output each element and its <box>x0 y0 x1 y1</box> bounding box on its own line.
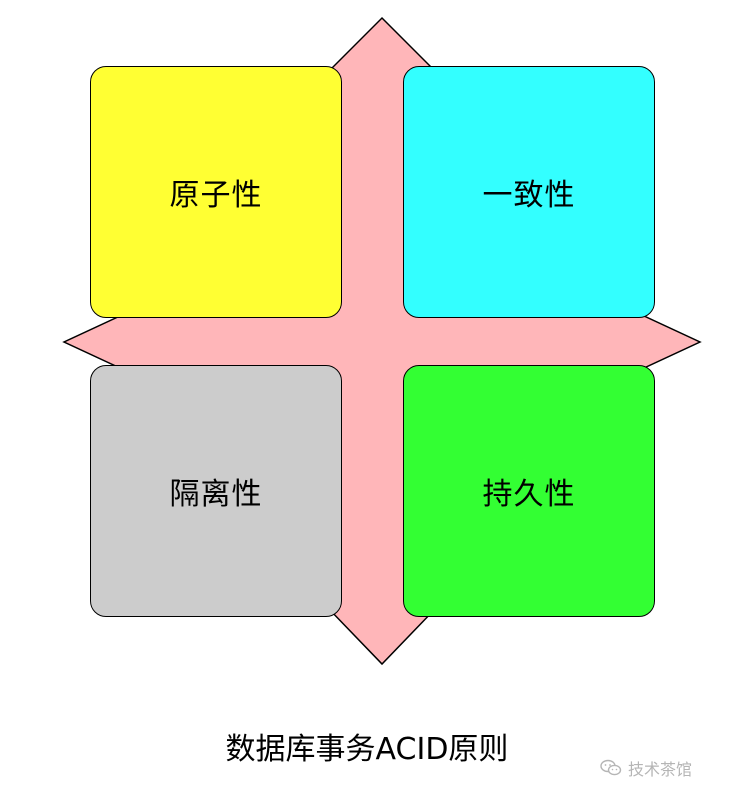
diagram-caption: 数据库事务ACID原则 <box>225 732 509 767</box>
watermark: 技术茶馆 <box>600 756 692 780</box>
quadrant-label-atomicity: 原子性 <box>169 178 263 213</box>
quadrant-isolation: 隔离性 <box>90 365 342 617</box>
quadrant-atomicity: 原子性 <box>90 66 342 318</box>
quadrant-consistency: 一致性 <box>403 66 655 318</box>
quadrant-label-consistency: 一致性 <box>482 178 576 213</box>
wechat-icon <box>600 759 622 776</box>
watermark-text: 技术茶馆 <box>628 760 693 779</box>
quadrant-durability: 持久性 <box>403 365 655 617</box>
quadrant-label-durability: 持久性 <box>482 477 576 512</box>
quadrant-label-isolation: 隔离性 <box>169 477 263 512</box>
